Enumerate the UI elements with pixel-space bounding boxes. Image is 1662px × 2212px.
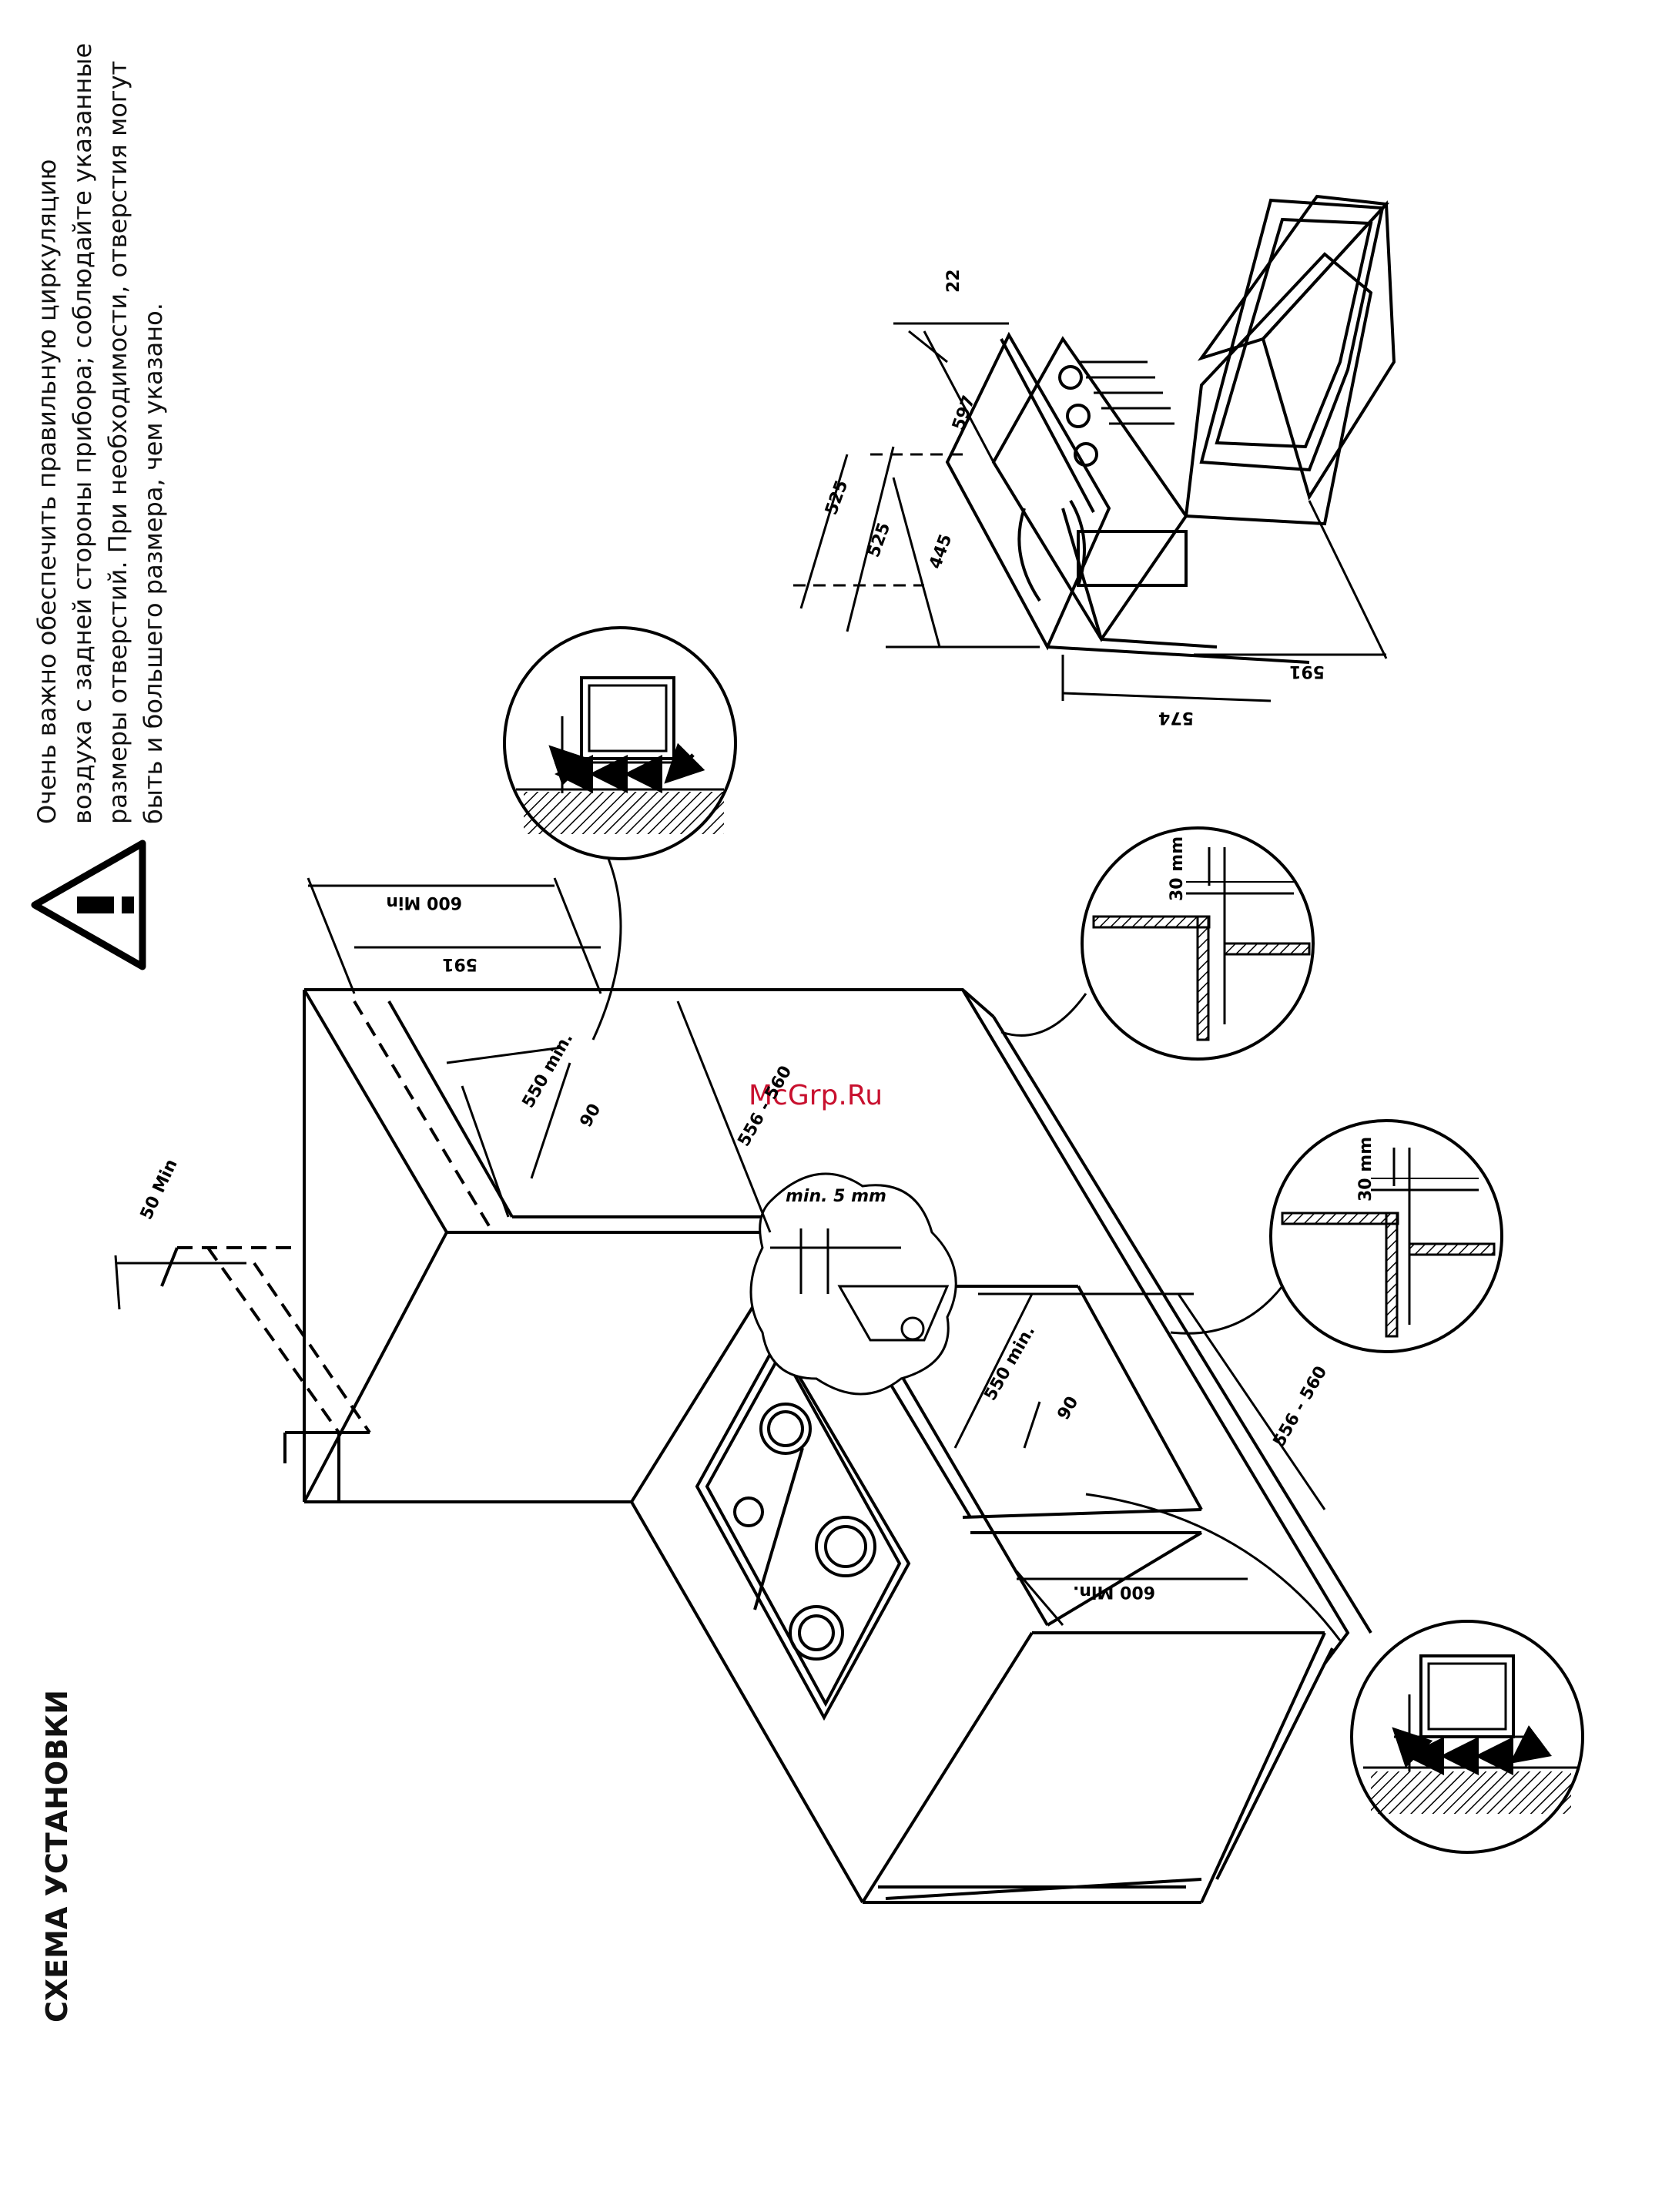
dim-upper-600: 600 Min <box>386 893 462 912</box>
dim-oven-445: 445 <box>926 531 956 571</box>
dim-upper-50: 50 Min <box>137 1156 182 1222</box>
dim-lower-min5: min. 5 mm <box>786 1187 886 1206</box>
vent-detail-lower <box>1085 1493 1584 1854</box>
vent-detail-upper <box>503 626 737 1041</box>
clearance-detail-b <box>1170 1119 1503 1353</box>
hob <box>695 1336 911 1721</box>
dim-oven-22: 22 <box>944 269 963 293</box>
dim-upper-591: 591 <box>442 954 477 974</box>
dim-lower-90: 90 <box>1054 1393 1083 1423</box>
hob-gap-detail <box>749 1172 957 1396</box>
dim-detail-30a: 30 mm <box>1168 836 1187 901</box>
lower-dimension-lines <box>953 1292 1326 1626</box>
dim-upper-90: 90 <box>577 1101 605 1131</box>
dim-oven-591: 591 <box>1289 662 1325 681</box>
dim-lower-600: 600 Min. <box>1073 1582 1155 1601</box>
oven-dimension-lines <box>793 322 1388 702</box>
dim-oven-574: 574 <box>1158 708 1194 727</box>
dim-lower-550: 550 min. <box>981 1322 1040 1404</box>
oven-drawing <box>945 194 1396 664</box>
dim-detail-30b: 30 mm <box>1356 1137 1376 1202</box>
upper-dimension-lines <box>114 877 772 1310</box>
dim-oven-525b: 525 <box>864 520 894 560</box>
dim-upper-556-560: 556 - 560 <box>735 1063 796 1150</box>
clearance-detail-a <box>1000 826 1315 1061</box>
warning-triangle-icon <box>31 840 146 970</box>
dim-oven-525a: 525 <box>822 478 852 518</box>
dim-lower-556-560: 556 - 560 <box>1270 1363 1332 1450</box>
watermark: McGrp.Ru <box>749 1080 883 1111</box>
